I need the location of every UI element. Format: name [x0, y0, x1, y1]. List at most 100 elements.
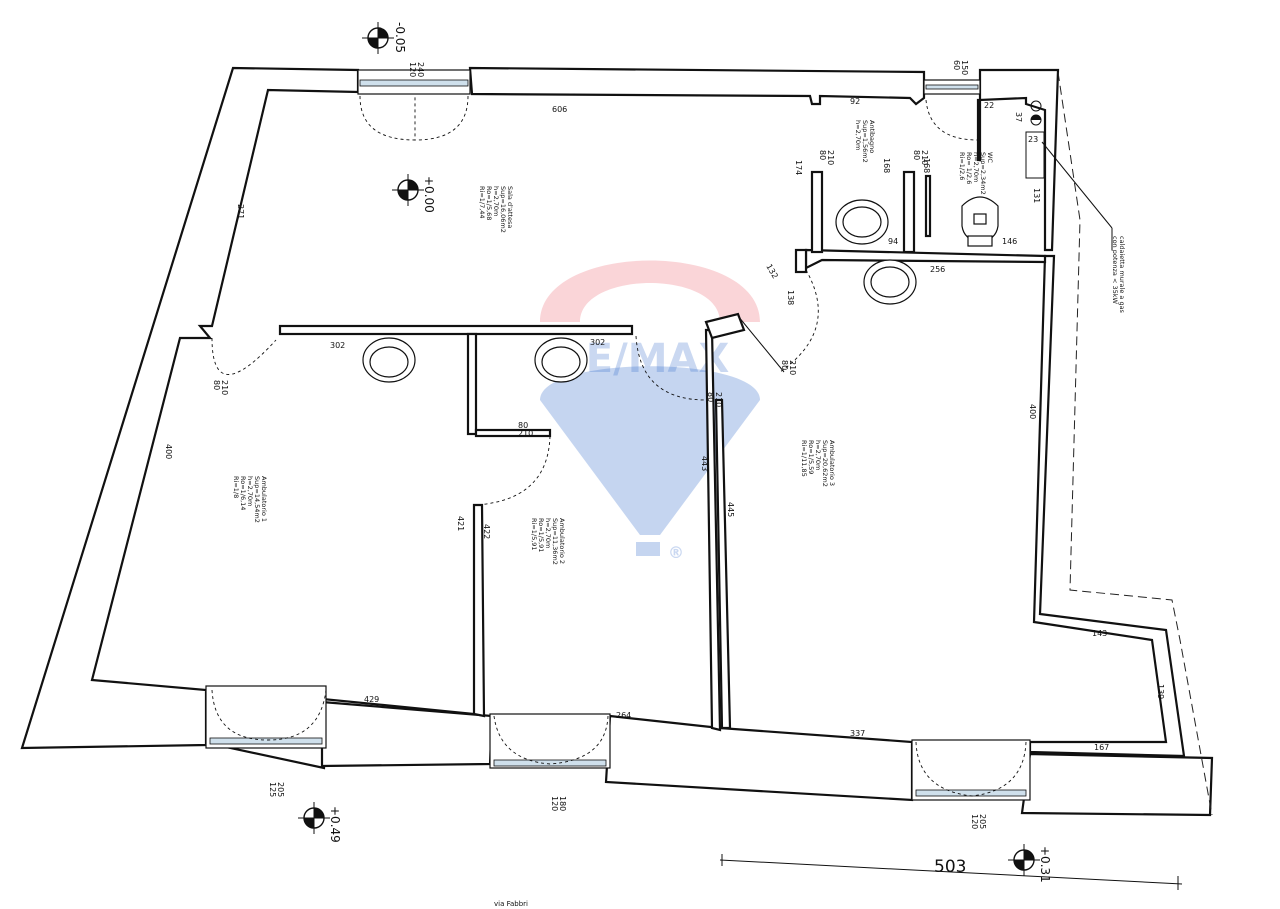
sala-ri: Ri=1/7,44	[478, 186, 486, 219]
dim-337: 337	[850, 729, 865, 738]
level-top: -0.05	[393, 22, 407, 53]
bot3-size-a: 120	[970, 814, 979, 829]
dim-168a: 168	[882, 158, 891, 173]
dim-400a: 400	[164, 444, 173, 459]
watermark-registered: ®	[668, 543, 684, 562]
amb1-ri: Ri=1/8	[232, 476, 240, 498]
dim-143: 143	[1092, 629, 1107, 638]
dim-138: 138	[786, 290, 795, 305]
sala-name: Sala d'attesa	[506, 186, 514, 228]
amb1-door-size-a: 80	[212, 380, 221, 390]
level-sala: +0.00	[422, 176, 436, 213]
amb1-ro: Ro=1/6,14	[239, 476, 247, 510]
amb3-area: Sup=20,62m2	[821, 440, 829, 487]
wc-ro: Ro= 1/2,6	[965, 152, 973, 184]
dim-302a: 302	[330, 341, 345, 350]
dim-256: 256	[930, 265, 945, 274]
room-label-sala: Sala d'attesa Sup=16,06m2 h=2,70m Ro=1/5…	[478, 186, 514, 233]
amb3b-size-a: 80	[780, 360, 789, 370]
dim-606: 606	[552, 105, 567, 114]
sala-ro: Ro=1/5,68	[485, 186, 493, 220]
amb2-door-size-b: 210	[518, 429, 533, 438]
sala-height: h=2,70m	[492, 186, 500, 216]
scale-bar: 503	[719, 854, 1183, 890]
wc-area: Sup=2,34m2	[979, 152, 987, 195]
amb2-ro: Ro=1/5,91	[537, 518, 545, 552]
bot1-size-a: 125	[268, 782, 277, 797]
amb3b-size-b: 210	[788, 360, 797, 375]
dim-37: 37	[1014, 112, 1023, 122]
bot2-size-b: 180	[558, 796, 567, 811]
amb2-name: Ambulatorio 2	[558, 518, 566, 564]
room-label-amb2: Ambulatorio 2 Sup=11,36m2 h=2,70m Ro=1/5…	[530, 518, 566, 565]
dim-445: 445	[726, 502, 735, 517]
window-bottom-2	[489, 713, 611, 769]
dim-264: 264	[616, 711, 631, 720]
level-marker-icon	[1008, 844, 1040, 876]
amb3-ri: Ri=1/11,85	[800, 440, 808, 477]
dim-139: 139	[1156, 684, 1165, 699]
amb2-area: Sup=11,36m2	[551, 518, 559, 565]
wc-name: WC	[986, 152, 994, 163]
anti2-size-a: 80	[912, 150, 921, 160]
antibagno-area: Sup=1,56m2	[861, 120, 869, 163]
amb1-height: h=2,70m	[246, 476, 254, 506]
dim-168b: 168	[922, 158, 931, 173]
dim-146: 146	[1002, 237, 1017, 246]
dim-429: 429	[364, 695, 379, 704]
dim-302b: 302	[590, 338, 605, 347]
door-swings	[211, 95, 1027, 797]
level-marker-icon	[362, 22, 394, 54]
amb2-door-size-a: 80	[518, 421, 528, 430]
dim-422: 422	[482, 524, 491, 539]
scale-dimension: 503	[934, 857, 966, 877]
anti2-size-b: 210	[920, 150, 929, 165]
bot1-size-b: 205	[276, 782, 285, 797]
gas-note-line2: con potenza < 35kW	[1111, 236, 1119, 305]
antibagno-name: Antibagno	[868, 120, 876, 153]
windows	[205, 69, 1031, 801]
top-size-b: 240	[416, 62, 425, 77]
dim-92: 92	[850, 97, 860, 106]
gas-note-line1: caldaietta murale a gas	[1118, 236, 1126, 314]
dim-400b: 400	[1028, 404, 1037, 419]
amb3a-size-b: 210	[714, 392, 723, 407]
dim-94: 94	[888, 237, 898, 246]
level-bottom-right: +0.31	[1038, 846, 1052, 883]
amb3a-size-a: 80	[706, 392, 715, 402]
amb1-area: Sup=14,54m2	[253, 476, 261, 523]
street-label: via Fabbri	[494, 900, 528, 908]
gas-note: caldaietta murale a gas con potenza < 35…	[1111, 236, 1126, 314]
room-label-antibagno: Antibagno Sup=1,56m2 h=2,70m	[854, 120, 876, 163]
remax-watermark: RE/MAX ®	[540, 260, 760, 562]
dim-421: 421	[456, 516, 465, 531]
amb2-height: h=2,70m	[544, 518, 552, 548]
dashed-boundary	[1057, 71, 1213, 816]
amb3-height: h=2,70m	[814, 440, 822, 470]
amb1-name: Ambulatorio 1	[260, 476, 268, 522]
anti1-size-a: 80	[818, 150, 827, 160]
dim-23: 23	[1028, 135, 1038, 144]
wc-height: h=2,70m	[972, 152, 980, 182]
room-label-amb1: Ambulatorio 1 Sup=14,54m2 h=2,70m Ro=1/6…	[232, 476, 268, 523]
amb2-ri: Ri=1/5,91	[530, 518, 538, 551]
outer-walls	[20, 66, 1214, 817]
dim-22: 22	[984, 101, 994, 110]
dim-174: 174	[794, 160, 803, 175]
dim-167: 167	[1094, 743, 1109, 752]
boiler-icon	[1025, 131, 1045, 179]
room-label-wc: WC Sup=2,34m2 h=2,70m Ro= 1/2,6 Ri=1/2,6	[958, 152, 994, 195]
sala-area: Sup=16,06m2	[499, 186, 507, 233]
amb3-name: Ambulatorio 3	[828, 440, 836, 486]
bot2-size-a: 120	[550, 796, 559, 811]
fixtures	[362, 100, 1113, 383]
interior-walls	[278, 98, 1047, 732]
wcwin-size-b: 150	[960, 60, 969, 75]
amb1-door-size-b: 210	[220, 380, 229, 395]
amb3-ro: Ro=1/5,59	[807, 440, 815, 474]
anti1-size-b: 210	[826, 150, 835, 165]
antibagno-height: h=2,70m	[854, 120, 862, 150]
dim-443: 443	[700, 456, 709, 471]
